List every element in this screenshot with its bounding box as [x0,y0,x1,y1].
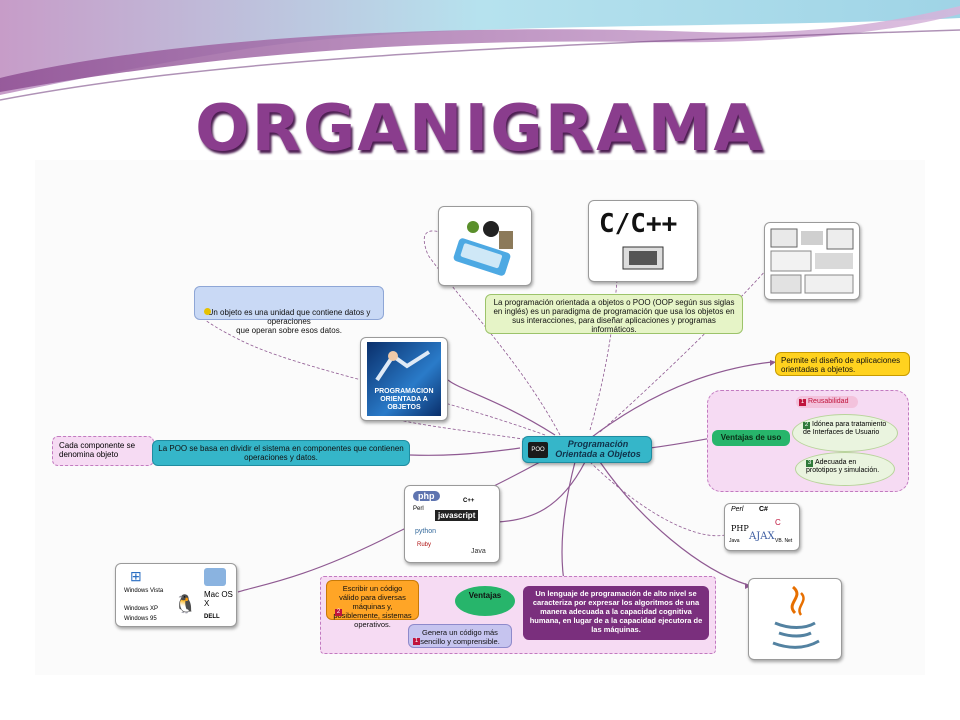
languages-image: php javascript Perl python Ruby C++ Java [404,485,500,563]
escribir-node[interactable]: Escribir un código válido para diversas … [326,580,419,629]
alto-nivel-node[interactable]: Un lenguaje de programación de alto nive… [523,586,709,640]
sistema-text: La POO se basa en dividir el sistema en … [158,444,404,462]
java-icon [772,585,820,649]
reusabilidad-label: Reusabilidad [808,398,849,405]
sistema-node[interactable]: La POO se basa en dividir el sistema en … [152,440,410,466]
genera-text: Genera un código más sencillo y comprens… [420,628,500,646]
objeto-definition-text: Un objeto es una unidad que contiene dat… [207,308,371,335]
escribir-text: Escribir un código válido para diversas … [333,584,412,629]
objeto-definition-node[interactable]: Un objeto es una unidad que contiene dat… [194,286,384,335]
ventajas-label: Ventajas [468,591,502,600]
marker-1: 1 [799,399,806,406]
languages-cloud-image: Perl C# C PHP AJAX Java VB. Net [724,503,800,551]
central-node[interactable]: POO Programación Orientada a Objetos [522,436,652,463]
poo-definition-node[interactable]: La programación orientada a objetos o PO… [485,294,743,334]
adecuada-label: Adecuada en prototipos y simulación. [806,459,880,474]
poo-logo-icon: POO [528,442,548,458]
finder-icon [204,568,226,586]
ventajas-uso-node[interactable]: Ventajas de uso [712,430,790,446]
idonea-label: Idónea para tratamiento de Interfaces de… [803,421,887,436]
bulb-icon [204,308,211,315]
windows-icon: ⊞ [130,568,142,584]
disenio-node[interactable]: Permite el diseño de aplicaciones orient… [775,352,910,376]
java-logo-image [748,578,842,660]
disenio-text: Permite el diseño de aplicaciones orient… [781,356,901,374]
os-logos-image: ⊞ Windows Vista Mac OS X 🐧 Windows XP Wi… [115,563,237,627]
tux-icon: 🐧 [174,594,197,614]
marker-3: 3 [806,460,813,467]
alto-nivel-text: Un lenguaje de programación de alto nive… [529,589,703,634]
poo-definition-text: La programación orientada a objetos o PO… [493,298,735,334]
marker-2: 2 [803,422,810,429]
marker-genera: 1 [413,638,420,645]
ventajas-node[interactable]: Ventajas [455,586,515,616]
genera-node[interactable]: Genera un código más sencillo y comprens… [408,624,512,648]
marker-escribir: 2 [335,609,342,616]
cpp-image: C/C++ [588,200,698,282]
cpp-label: C/C++ [599,209,678,239]
gadgets-image [438,206,532,286]
componente-text: Cada componente se denomina objeto [59,441,136,459]
software-collage-image [764,222,860,300]
componente-node[interactable]: Cada componente se denomina objeto [52,436,154,466]
ventajas-uso-label: Ventajas de uso [720,433,782,442]
header-swoosh [0,0,960,101]
page-title: ORGANIGRAMA [195,92,765,166]
central-label: Programación Orientada a Objetos [555,439,641,459]
